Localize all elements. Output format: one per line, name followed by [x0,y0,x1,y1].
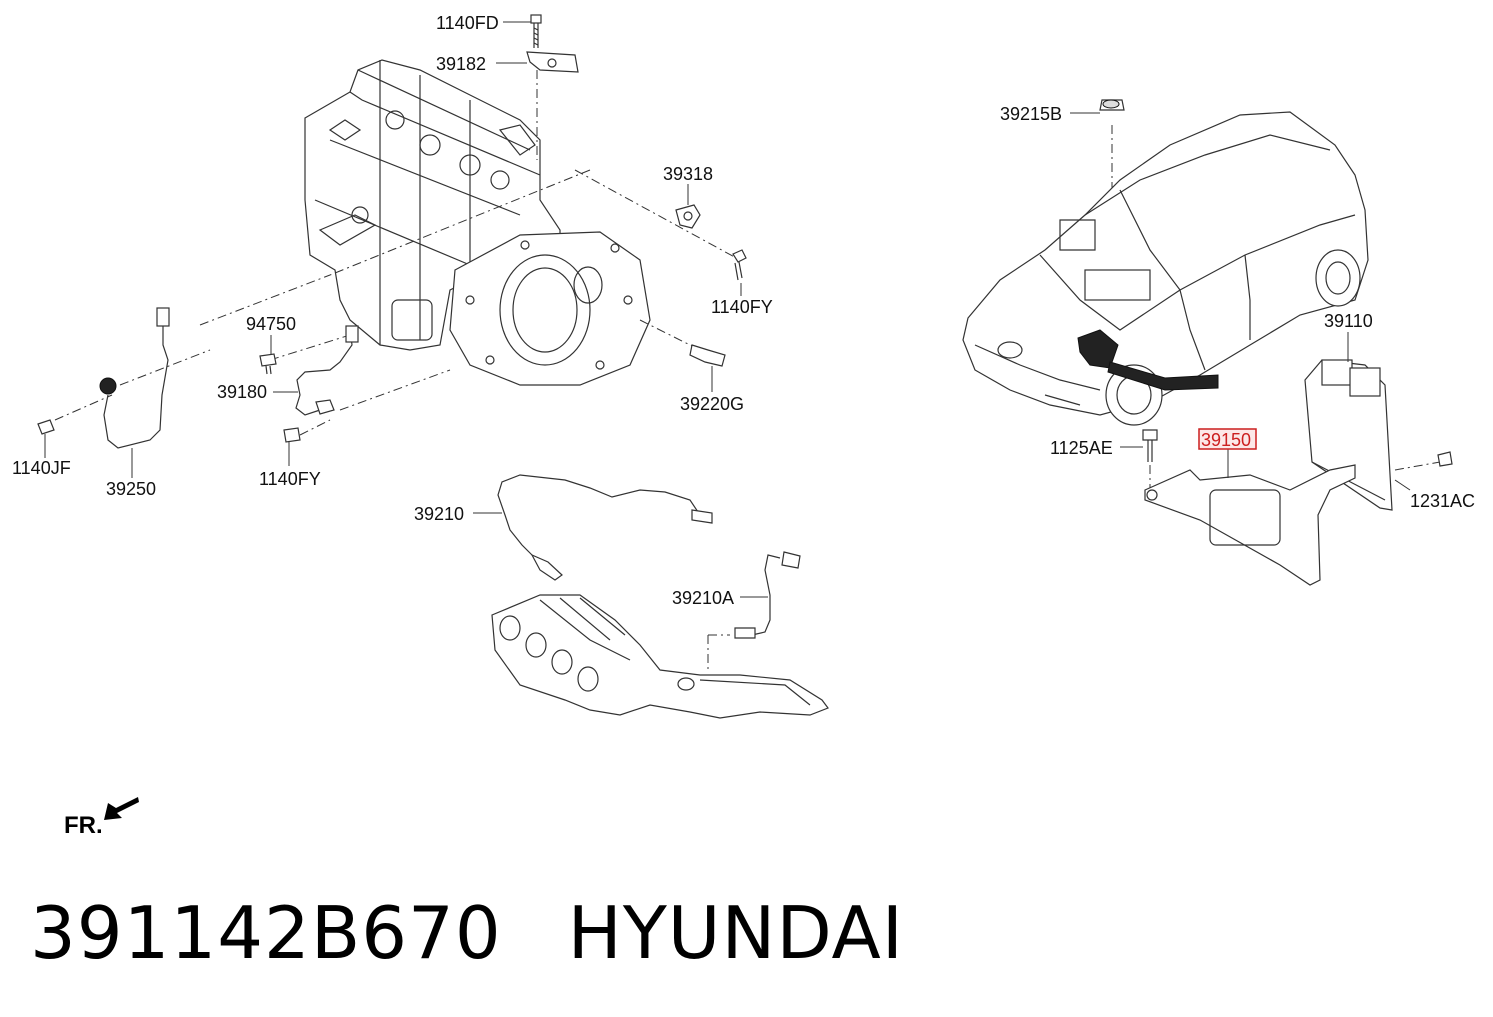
callout-39215B: 39215B [1000,104,1062,124]
callout-39182: 39182 [436,54,486,74]
callout-1140FY-upper: 1140FY [711,297,773,317]
callout-39220G: 39220G [680,394,744,414]
exhaust-manifold-illustration [491,594,829,719]
callout-1140JF: 1140JF [12,458,71,478]
callout-94750: 94750 [246,314,296,334]
callout-1140FY-lower: 1140FY [259,469,321,489]
callout-1125AE: 1125AE [1050,438,1113,458]
bracket-39182 [526,51,579,73]
bolt-1125AE [1142,429,1158,462]
sensor-39180 [295,325,359,416]
sensor-94750 [259,353,277,375]
bolt-1231AC [1437,451,1453,467]
callout-leader-lines [44,21,1411,598]
bolt-1140JF [37,419,55,435]
sensor-39318 [675,204,701,229]
bracket-39150-illustration [1144,464,1356,586]
bolt-1140FD [530,14,542,48]
callout-39318: 39318 [663,164,713,184]
callout-39210A: 39210A [672,588,734,608]
oxygen-sensor-39210A [734,551,801,639]
bolt-1140FY-lower [283,427,301,443]
front-arrow-icon [104,797,139,820]
dashed-leader-lines [54,70,1441,670]
ecu-39110-illustration [1304,359,1393,511]
bolt-1140FY-upper [732,249,747,281]
callout-39210: 39210 [414,504,464,524]
part-caption: 391142B670 HYUNDAI [30,888,970,978]
callout-39180: 39180 [217,382,267,402]
brand-name: HYUNDAI [567,891,905,975]
callout-1231AC: 1231AC [1410,491,1475,511]
part-number: 391142B670 [30,891,502,975]
callout-1140FD: 1140FD [436,13,499,33]
knock-sensor-39250 [99,307,170,449]
sensor-39220G [689,344,726,367]
car-illustration [962,99,1369,426]
callout-39150: 39150 [1201,430,1251,450]
oxygen-sensor-39210 [497,474,713,581]
callout-39250: 39250 [106,479,156,499]
engine-block-illustration [304,59,651,386]
front-orientation-indicator: FR. [64,797,139,839]
callout-39110: 39110 [1324,311,1373,331]
front-label: FR. [64,812,103,839]
highlighted-callout-39150[interactable]: 39150 [1198,428,1257,450]
